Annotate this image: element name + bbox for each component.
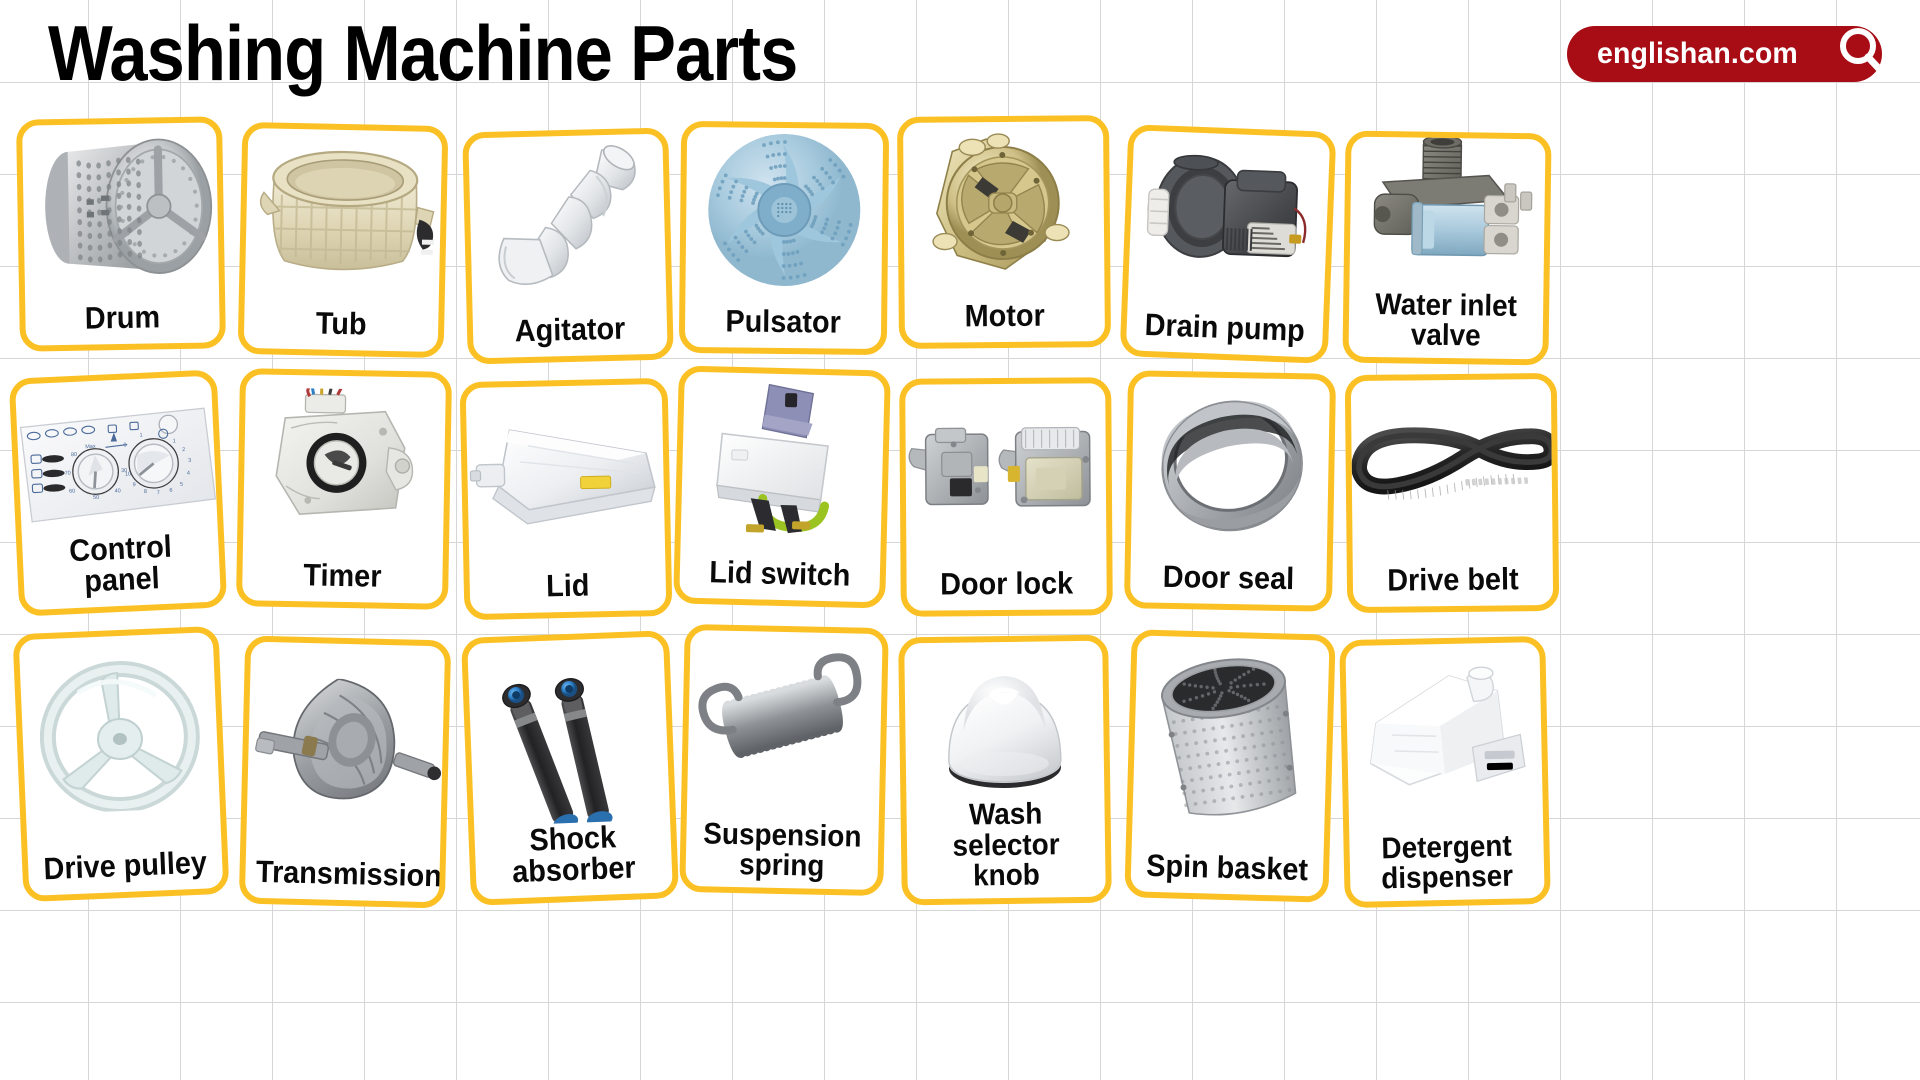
part-label: Timer <box>303 557 382 595</box>
part-card-drive-pulley[interactable]: Drive pulley <box>12 625 230 903</box>
wash-selector-knob-image <box>904 647 1104 808</box>
header: Washing Machine Parts englishan.com <box>0 0 1920 118</box>
part-label: Tub <box>315 305 367 342</box>
part-card-spin-basket[interactable]: Spin basket <box>1124 629 1336 903</box>
part-label: Transmission <box>255 854 443 894</box>
part-card-suspension-spring[interactable]: Suspension spring <box>679 623 889 897</box>
part-card-wash-selector-knob[interactable]: Wash selector knob <box>898 634 1112 906</box>
agitator-image <box>468 140 666 297</box>
part-card-drive-belt[interactable]: Drive belt <box>1344 372 1560 614</box>
part-label: Motor <box>964 298 1045 334</box>
drain-pump-image <box>1128 136 1330 295</box>
water-inlet-valve-image <box>1350 134 1546 268</box>
part-card-transmission[interactable]: Transmission <box>238 635 452 909</box>
part-card-door-seal[interactable]: Door seal <box>1123 370 1337 612</box>
svg-text:40: 40 <box>115 488 121 494</box>
part-label: Drive belt <box>1387 561 1519 599</box>
svg-text:1: 1 <box>173 438 176 444</box>
part-card-shock-absorber[interactable]: Shock absorber <box>460 630 680 906</box>
search-icon <box>1840 28 1888 78</box>
suspension-spring-image <box>687 636 882 798</box>
door-lock-image <box>905 389 1106 548</box>
part-label: Water inlet valve <box>1375 287 1518 353</box>
lid-switch-image <box>681 378 885 541</box>
svg-text:50: 50 <box>93 494 99 500</box>
part-label: Door lock <box>940 565 1074 602</box>
part-card-door-lock[interactable]: Door lock <box>899 377 1113 617</box>
part-card-washing-machine-drum[interactable]: Drum <box>15 116 227 352</box>
drive-pulley-image <box>19 638 221 834</box>
shock-absorber-image <box>467 642 670 837</box>
brand-label: englishan.com <box>1596 37 1798 70</box>
part-card-agitator[interactable]: Agitator <box>462 127 674 365</box>
timer-image <box>243 380 446 541</box>
part-card-drain-pump[interactable]: Drain pump <box>1119 124 1337 364</box>
part-card-lid-switch[interactable]: Lid switch <box>673 365 891 609</box>
washing-machine-drum-image <box>22 128 219 283</box>
transmission-image <box>246 648 445 841</box>
svg-text:9: 9 <box>133 482 136 488</box>
part-label: Wash selector knob <box>952 797 1060 893</box>
part-label: Agitator <box>514 311 626 349</box>
part-label: Lid <box>545 567 590 604</box>
part-card-pulsator[interactable]: Pulsator <box>678 120 890 356</box>
part-label: Door seal <box>1162 559 1295 597</box>
part-label: Lid switch <box>708 554 851 594</box>
svg-text:1: 1 <box>139 432 142 438</box>
part-label: Drum <box>84 299 161 337</box>
svg-text:3: 3 <box>188 457 191 463</box>
electric-motor-image <box>903 127 1104 281</box>
svg-text:80: 80 <box>71 451 77 457</box>
part-label: Spin basket <box>1145 848 1309 888</box>
part-card-detergent-dispenser[interactable]: Detergent dispenser <box>1339 635 1551 909</box>
page-title: Washing Machine Parts <box>48 9 798 97</box>
svg-text:30: 30 <box>121 467 127 473</box>
svg-text:Max: Max <box>85 443 96 449</box>
part-label: Suspension spring <box>703 817 862 884</box>
svg-text:10: 10 <box>125 471 131 477</box>
washing-machine-tub-image <box>245 134 442 290</box>
door-seal-image <box>1131 382 1330 543</box>
part-card-water-inlet-valve[interactable]: Water inlet valve <box>1342 130 1552 366</box>
part-label: Drive pulley <box>42 844 208 887</box>
part-label: Shock absorber <box>511 819 637 890</box>
detergent-dispenser-image <box>1345 648 1542 810</box>
brand-badge[interactable]: englishan.com <box>1566 26 1888 82</box>
part-label: Drain pump <box>1144 307 1306 349</box>
svg-text:4: 4 <box>187 470 190 476</box>
svg-text:70: 70 <box>64 470 70 476</box>
part-card-washing-machine-tub[interactable]: Tub <box>237 121 449 359</box>
drive-belt-image <box>1351 385 1553 545</box>
lid-image <box>466 390 665 552</box>
part-label: Control panel <box>68 528 173 599</box>
svg-text:2: 2 <box>182 447 185 453</box>
svg-text:0: 0 <box>123 442 126 448</box>
part-label: Pulsator <box>725 303 841 340</box>
part-card-electric-motor[interactable]: Motor <box>896 115 1112 349</box>
svg-text:7: 7 <box>157 490 160 496</box>
part-card-lid[interactable]: Lid <box>459 377 673 621</box>
part-label: Detergent dispenser <box>1380 829 1514 896</box>
svg-text:6: 6 <box>169 487 172 493</box>
spin-basket-image <box>1132 641 1329 834</box>
pulsator-image <box>686 133 884 287</box>
svg-text:8: 8 <box>144 488 147 494</box>
svg-text:5: 5 <box>180 481 183 487</box>
svg-text:60: 60 <box>69 488 75 494</box>
part-card-timer[interactable]: Timer <box>235 368 453 610</box>
